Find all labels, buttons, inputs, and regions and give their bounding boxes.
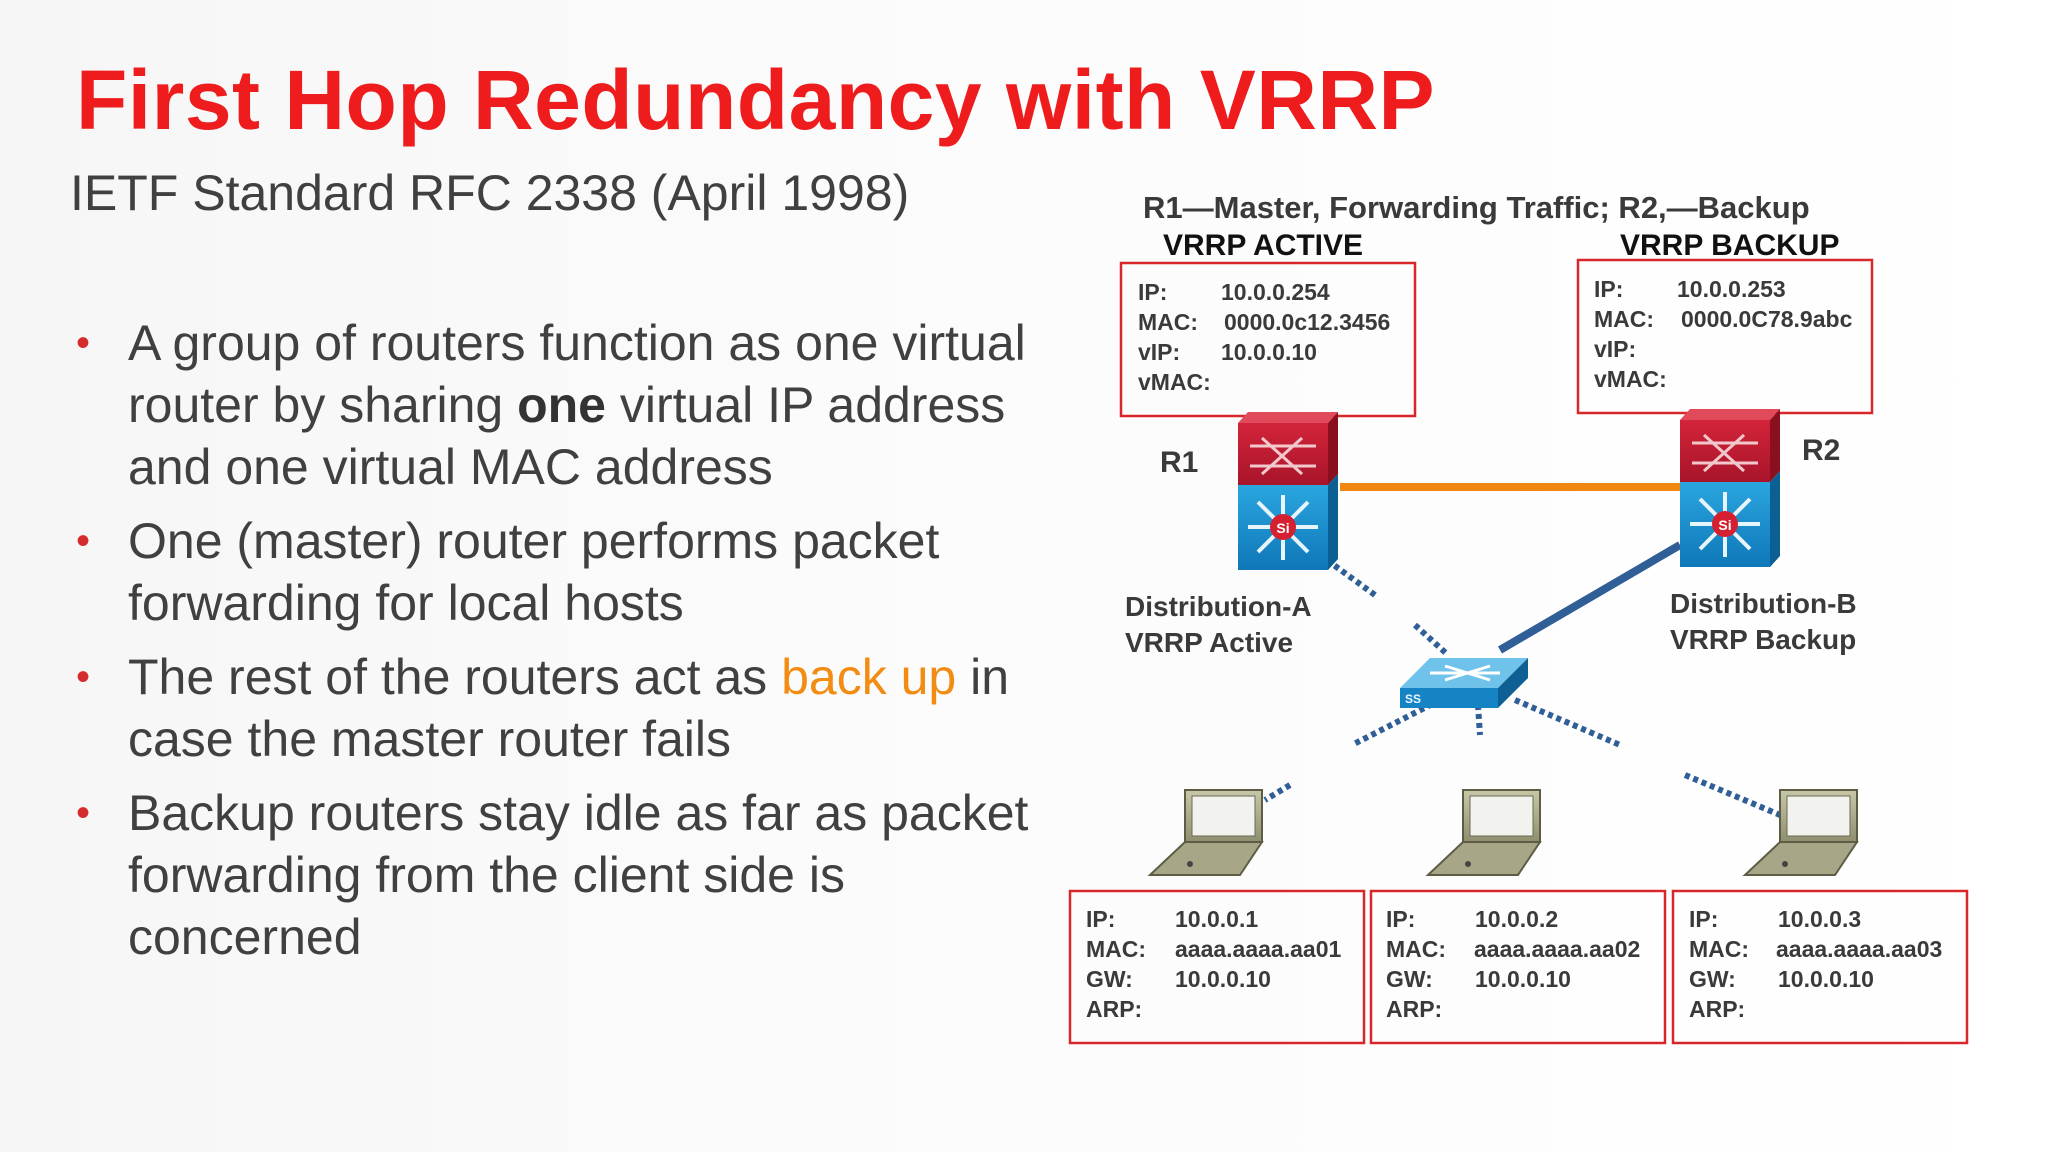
host2-ip-label: IP: bbox=[1386, 906, 1415, 932]
host3-mac-label: MAC: bbox=[1689, 936, 1749, 962]
host1-laptop-icon bbox=[1147, 789, 1264, 876]
host1-gw-value: 10.0.0.10 bbox=[1175, 966, 1271, 992]
switch-host1-link bbox=[1350, 697, 1442, 748]
bullet-item: • One (master) router performs packet fo… bbox=[76, 510, 1036, 634]
host3-gw-value: 10.0.0.10 bbox=[1778, 966, 1874, 992]
bullet-text: virtual IP address and one virtual MAC a… bbox=[128, 377, 1006, 495]
host1-link-stub bbox=[1263, 782, 1292, 803]
r2-name: Distribution-B bbox=[1670, 588, 1857, 619]
r1-mac-value: 0000.0c12.3456 bbox=[1224, 309, 1390, 335]
r1-label: R1 bbox=[1160, 446, 1198, 479]
r2-mac-label: MAC: bbox=[1594, 306, 1654, 332]
bullet-item: • A group of routers function as one vir… bbox=[76, 312, 1036, 498]
bullet-dot-icon: • bbox=[76, 655, 91, 699]
bullet-highlight-text: back up bbox=[781, 649, 957, 705]
r2-ip-label: IP: bbox=[1594, 276, 1623, 302]
r2-label: R2 bbox=[1802, 434, 1840, 467]
vrrp-topology-diagram: R1—Master, Forwarding Traffic; R2,—Backu… bbox=[1068, 190, 1969, 1045]
host1-ip-label: IP: bbox=[1086, 906, 1115, 932]
host2-gw-label: GW: bbox=[1386, 966, 1433, 992]
r1-ip-value: 10.0.0.254 bbox=[1221, 279, 1330, 305]
r1-router-switch-icon: Si bbox=[1238, 412, 1338, 570]
host2-mac-label: MAC: bbox=[1386, 936, 1446, 962]
r1-vip-label: vIP: bbox=[1138, 339, 1180, 365]
r2-vip-label: vIP: bbox=[1594, 336, 1636, 362]
host2-laptop-icon bbox=[1425, 789, 1542, 876]
bullet-item: • The rest of the routers act as back up… bbox=[76, 646, 1036, 770]
bullet-text: Backup routers stay idle as far as packe… bbox=[128, 785, 1029, 965]
slide-title: First Hop Redundancy with VRRP bbox=[76, 53, 1436, 147]
host3-ip-value: 10.0.0.3 bbox=[1778, 906, 1861, 932]
host2-mac-value: aaaa.aaaa.aa02 bbox=[1474, 936, 1640, 962]
svg-text:SS: SS bbox=[1405, 692, 1421, 706]
host3-info-box: IP: 10.0.0.3 MAC: aaaa.aaaa.aa03 GW: 10.… bbox=[1671, 889, 1969, 1045]
r1-role: VRRP Active bbox=[1125, 627, 1293, 658]
bullet-dot-icon: • bbox=[76, 321, 91, 365]
access-switch-icon: SS bbox=[1400, 658, 1528, 708]
host3-link-stub bbox=[1683, 772, 1782, 818]
r2-info-box: IP: 10.0.0.253 MAC: 0000.0C78.9abc vIP: … bbox=[1576, 258, 1874, 415]
bullet-text: A group of routers function as one virtu… bbox=[128, 315, 1026, 433]
diagram-caption: R1—Master, Forwarding Traffic; R2,—Backu… bbox=[1143, 190, 1810, 225]
r1-name: Distribution-A bbox=[1125, 591, 1312, 622]
host3-mac-value: aaaa.aaaa.aa03 bbox=[1776, 936, 1942, 962]
host2-ip-value: 10.0.0.2 bbox=[1475, 906, 1558, 932]
r1-vmac-label: vMAC: bbox=[1138, 369, 1211, 395]
host1-gw-label: GW: bbox=[1086, 966, 1133, 992]
switch-host2-link bbox=[1475, 704, 1483, 736]
host1-mac-value: aaaa.aaaa.aa01 bbox=[1175, 936, 1341, 962]
r1-ip-label: IP: bbox=[1138, 279, 1167, 305]
host1-mac-label: MAC: bbox=[1086, 936, 1146, 962]
r2-box-header: VRRP BACKUP bbox=[1620, 229, 1839, 262]
host3-arp-label: ARP: bbox=[1689, 996, 1745, 1022]
r2-router-switch-icon: Si bbox=[1680, 409, 1780, 567]
bullet-text: The rest of the routers act as bbox=[128, 649, 782, 705]
slide-subtitle: IETF Standard RFC 2338 (April 1998) bbox=[70, 165, 910, 221]
r1-info-box: IP: 10.0.0.254 MAC: 0000.0c12.3456 vIP: … bbox=[1119, 261, 1417, 418]
r2-switch-link bbox=[1497, 541, 1683, 654]
host2-info-box: IP: 10.0.0.2 MAC: aaaa.aaaa.aa02 GW: 10.… bbox=[1369, 889, 1667, 1045]
r1-mac-label: MAC: bbox=[1138, 309, 1198, 335]
r1-vip-value: 10.0.0.10 bbox=[1221, 339, 1317, 365]
host3-gw-label: GW: bbox=[1689, 966, 1736, 992]
host1-arp-label: ARP: bbox=[1086, 996, 1142, 1022]
bullet-dot-icon: • bbox=[76, 519, 91, 563]
host2-arp-label: ARP: bbox=[1386, 996, 1442, 1022]
switch-host3-link bbox=[1513, 697, 1622, 748]
bullet-text: One (master) router performs packet forw… bbox=[128, 513, 940, 631]
bullet-dot-icon: • bbox=[76, 791, 91, 835]
bullet-text: in case the master router fails bbox=[128, 649, 1010, 767]
host1-info-box: IP: 10.0.0.1 MAC: aaaa.aaaa.aa01 GW: 10.… bbox=[1068, 889, 1366, 1045]
host1-ip-value: 10.0.0.1 bbox=[1175, 906, 1258, 932]
r1-switch-link-dashed bbox=[1412, 622, 1451, 658]
host3-ip-label: IP: bbox=[1689, 906, 1718, 932]
r2-mac-value: 0000.0C78.9abc bbox=[1681, 306, 1853, 332]
r2-vmac-label: vMAC: bbox=[1594, 366, 1667, 392]
svg-text:Si: Si bbox=[1718, 517, 1731, 533]
r1-box-header: VRRP ACTIVE bbox=[1163, 229, 1363, 262]
bullet-bold-text: one bbox=[517, 377, 606, 433]
host3-laptop-icon bbox=[1742, 789, 1859, 876]
svg-text:Si: Si bbox=[1276, 520, 1289, 536]
bullet-item: • Backup routers stay idle as far as pac… bbox=[76, 782, 1036, 968]
host2-gw-value: 10.0.0.10 bbox=[1475, 966, 1571, 992]
r2-role: VRRP Backup bbox=[1670, 624, 1856, 655]
r2-ip-value: 10.0.0.253 bbox=[1677, 276, 1786, 302]
bullet-list: • A group of routers function as one vir… bbox=[76, 312, 1036, 980]
